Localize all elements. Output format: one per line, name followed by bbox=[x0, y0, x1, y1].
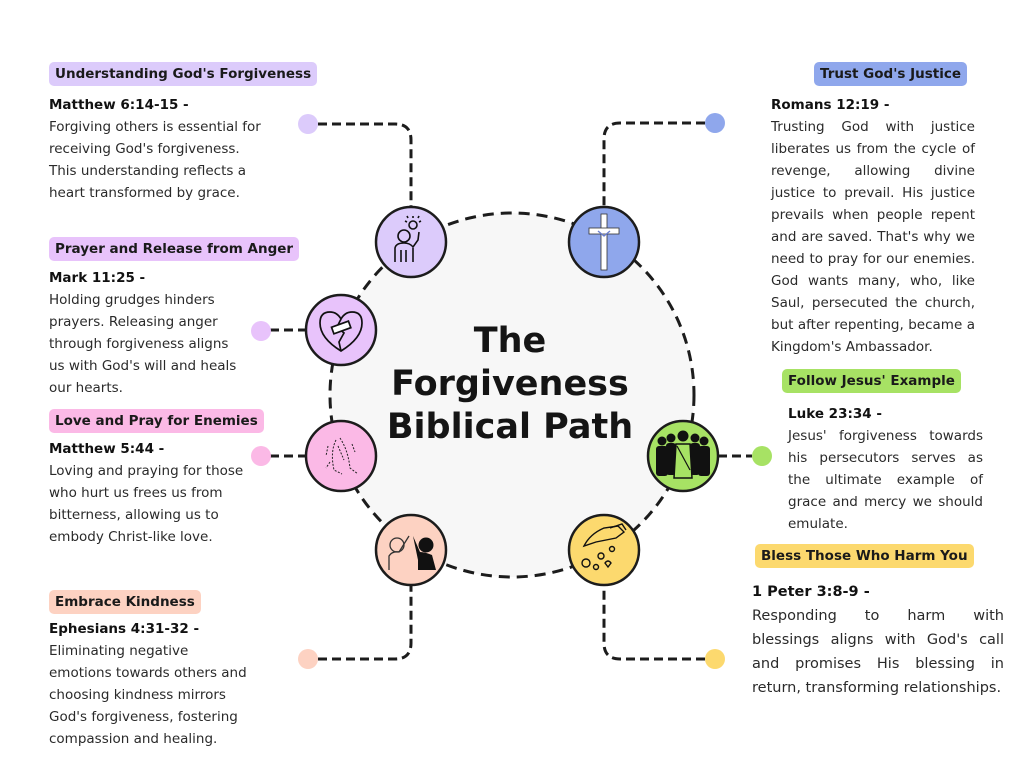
dot-jesus-example bbox=[752, 446, 772, 466]
card-prayer-release: Mark 11:25 - Holding grudges hinders pra… bbox=[49, 267, 239, 399]
dot-prayer-release bbox=[251, 321, 271, 341]
text-bless: Responding to harm with blessings aligns… bbox=[752, 608, 1004, 696]
dot-justice bbox=[705, 113, 725, 133]
text-love-enemies: Loving and praying for those who hurt us… bbox=[49, 463, 244, 545]
dot-bless bbox=[705, 649, 725, 669]
jesus-crowd-icon bbox=[656, 430, 710, 479]
heading-kindness: Embrace Kindness bbox=[49, 590, 201, 614]
reference-jesus-example: Luke 23:34 - bbox=[788, 406, 882, 422]
cross-icon bbox=[588, 213, 620, 271]
heading-understanding: Understanding God's Forgiveness bbox=[49, 62, 318, 86]
card-understanding: Matthew 6:14-15 - Forgiving others is es… bbox=[49, 94, 269, 204]
high-five-icon bbox=[388, 535, 436, 570]
connector-kindness bbox=[318, 586, 413, 661]
heading-love-enemies: Love and Pray for Enemies bbox=[49, 409, 264, 433]
reference-love-enemies: Matthew 5:44 - bbox=[49, 441, 165, 457]
text-understanding: Forgiving others is essential for receiv… bbox=[49, 119, 261, 201]
dot-understanding bbox=[298, 114, 318, 134]
hub-circle bbox=[328, 211, 696, 579]
reference-prayer-release: Mark 11:25 - bbox=[49, 270, 146, 286]
reference-justice: Romans 12:19 - bbox=[771, 97, 890, 113]
title-line-2: Forgiveness bbox=[391, 364, 629, 404]
dot-love-enemies bbox=[251, 446, 271, 466]
card-kindness: Ephesians 4:31-32 - Eliminating negative… bbox=[49, 618, 254, 750]
card-jesus-example: Luke 23:34 - Jesus' forgiveness towards … bbox=[788, 403, 983, 535]
reference-bless: 1 Peter 3:8-9 - bbox=[752, 584, 870, 600]
node-jesus-example[interactable] bbox=[646, 419, 720, 493]
bandaged-heart-icon bbox=[319, 311, 363, 352]
text-kindness: Eliminating negative emotions towards ot… bbox=[49, 643, 247, 747]
reference-understanding: Matthew 6:14-15 - bbox=[49, 97, 189, 113]
reference-kindness: Ephesians 4:31-32 - bbox=[49, 621, 200, 637]
connector-justice bbox=[602, 121, 705, 207]
giving-hand-icon bbox=[581, 523, 627, 571]
connector-understanding bbox=[318, 122, 413, 207]
connector-bless bbox=[602, 586, 705, 661]
node-kindness[interactable] bbox=[374, 513, 448, 587]
card-bless: 1 Peter 3:8-9 - Responding to harm with … bbox=[752, 580, 1004, 700]
node-prayer-release[interactable] bbox=[304, 293, 378, 367]
card-justice: Romans 12:19 - Trusting God with justice… bbox=[771, 94, 975, 358]
text-jesus-example: Jesus' forgiveness towards his persecuto… bbox=[788, 428, 983, 532]
title-line-3: Biblical Path bbox=[386, 407, 634, 447]
node-understanding[interactable] bbox=[374, 205, 448, 279]
dot-kindness bbox=[298, 649, 318, 669]
praying-hands-icon bbox=[325, 437, 359, 475]
heading-jesus-example: Follow Jesus' Example bbox=[782, 369, 961, 393]
title-line-1: The bbox=[473, 321, 547, 361]
heading-justice: Trust God's Justice bbox=[814, 62, 967, 86]
person-idea-icon bbox=[394, 215, 422, 262]
card-love-enemies: Matthew 5:44 - Loving and praying for th… bbox=[49, 438, 254, 548]
text-prayer-release: Holding grudges hinders prayers. Releasi… bbox=[49, 292, 237, 396]
text-justice: Trusting God with justice liberates us f… bbox=[771, 119, 975, 355]
node-love-enemies[interactable] bbox=[304, 419, 378, 493]
node-bless[interactable] bbox=[567, 513, 641, 587]
diagram-title: The Forgiveness Biblical Path bbox=[360, 320, 660, 449]
heading-prayer-release: Prayer and Release from Anger bbox=[49, 237, 300, 261]
heading-bless: Bless Those Who Harm You bbox=[755, 544, 974, 568]
node-justice[interactable] bbox=[567, 205, 641, 279]
